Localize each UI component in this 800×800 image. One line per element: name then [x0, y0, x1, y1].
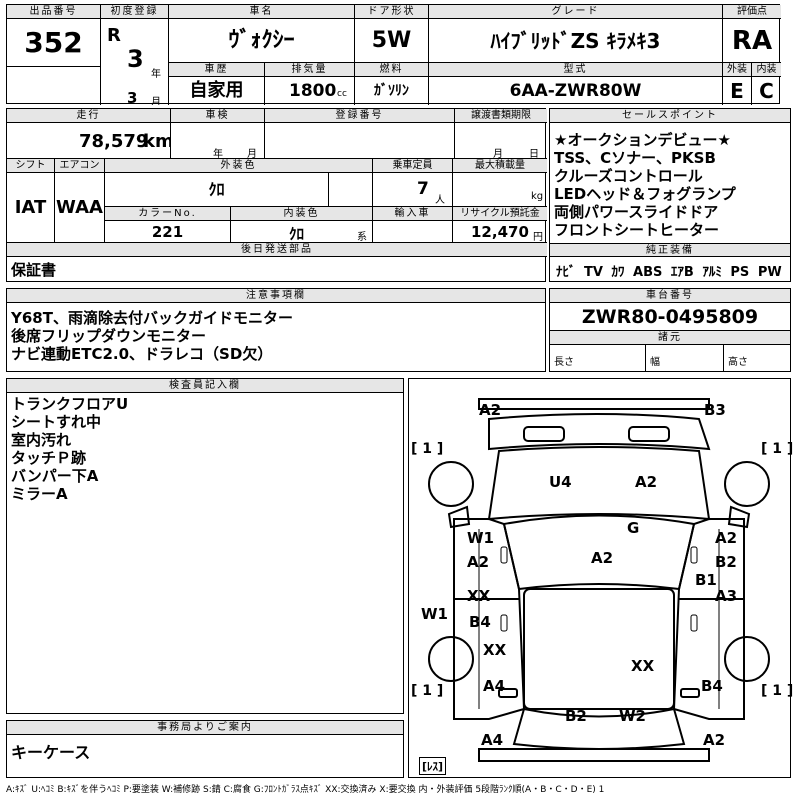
- damage-mark: A2: [591, 549, 614, 567]
- sales-line: クルーズコントロール: [554, 167, 703, 185]
- era: R: [107, 25, 121, 46]
- chassis-no: ZWR80-0495809: [550, 303, 790, 331]
- damage-mark: W1: [421, 605, 448, 623]
- reg-month: 3: [127, 89, 138, 105]
- damage-mark: B3: [704, 401, 726, 419]
- aircon: WAA: [55, 173, 105, 243]
- equipment-list: ﾅﾋﾞ TV ｶﾜ ABS ｴｱB ｱﾙﾐ PS PW: [556, 265, 782, 280]
- reg-year: 3: [127, 45, 144, 73]
- door-label: ドア形状: [355, 5, 429, 19]
- inspector-notes: 検査員記入欄 トランクフロアU シートすれ中 室内汚れ タッチＰ跡 バンパー下A…: [6, 378, 404, 714]
- notes-section: 注意事項欄 Y68T、雨滴除去付バックガイドモニター 後席フリップダウンモニター…: [6, 288, 546, 372]
- tire-bracket: [ 1 ]: [411, 441, 444, 457]
- damage-mark: XX: [631, 657, 655, 675]
- history-label: 車歴: [169, 63, 265, 77]
- mileage: 78,579 km: [7, 123, 171, 159]
- model-label: 型式: [429, 63, 723, 77]
- sales-line: フロントシートヒーター: [554, 221, 720, 239]
- sales-line: TSS、Cソナー、PKSB: [554, 149, 716, 167]
- damage-mark: B2: [565, 707, 587, 725]
- top-section: 出品番号 352 初度登録 R 3 年 3 月 車名 ｳﾞｫｸｼｰ ドア形状 5…: [6, 4, 781, 105]
- transfer-deadline: 月 日: [455, 123, 547, 159]
- damage-mark: A2: [479, 401, 502, 419]
- lot-no: 352: [7, 19, 101, 67]
- history: 自家用: [169, 77, 265, 105]
- recycle-fee: 12,470 円: [453, 221, 547, 243]
- later-parts: 保証書: [11, 261, 57, 279]
- note-line: Y68T、雨滴除去付バックガイドモニター: [11, 309, 293, 327]
- ext-score: E: [723, 77, 752, 105]
- damage-mark: B1: [695, 571, 717, 589]
- tire-bracket: [ 1 ]: [761, 683, 794, 699]
- score: RA: [723, 19, 781, 63]
- int-color: ｸﾛ 系: [231, 221, 373, 243]
- grade: ﾊｲﾌﾞﾘｯﾄﾞZS ｷﾗﾒｷ3: [429, 19, 723, 63]
- damage-mark: XX: [467, 587, 491, 605]
- damage-mark: A4: [481, 731, 504, 749]
- reg-no: [265, 123, 455, 159]
- damage-mark: W1: [467, 529, 494, 547]
- damage-mark: B4: [701, 677, 723, 695]
- fuel: ｶﾞｿﾘﾝ: [355, 77, 429, 105]
- name-label: 車名: [169, 5, 355, 19]
- legend: A:ｷｽﾞ U:ﾍｺﾐ B:ｷｽﾞを伴うﾍｺﾐ P:要塗装 W:補修跡 S:錆 …: [6, 785, 605, 795]
- first-reg-label: 初度登録: [101, 5, 169, 19]
- damage-mark: A2: [467, 553, 490, 571]
- damage-mark: A4: [483, 677, 506, 695]
- fuel-label: 燃料: [355, 63, 429, 77]
- office-text: キーケース: [11, 743, 91, 762]
- sales-line: ★オークションデビュー★: [554, 131, 731, 149]
- score-label: 評価点: [723, 5, 781, 19]
- shift: IAT: [7, 173, 55, 243]
- inspector-line: ミラーA: [11, 485, 68, 503]
- displacement: 1800 cc: [265, 77, 355, 105]
- max-load: kg: [453, 173, 547, 207]
- damage-mark: XX: [483, 641, 507, 659]
- spare-bracket: [ﾚｽ]: [419, 757, 447, 775]
- damage-diagram: A2 B3 U4 A2 G W1 A2 A2 A2 B2 B1 XX A3 W1…: [408, 378, 794, 778]
- tire-bracket: [ 1 ]: [411, 683, 444, 699]
- int-label: 内装: [752, 63, 781, 77]
- damage-mark: W2: [619, 707, 646, 725]
- damage-mark: G: [627, 519, 640, 537]
- inspector-line: バンパー下A: [11, 467, 99, 485]
- sales-line: 両側パワースライドドア: [554, 203, 719, 221]
- damage-mark: A2: [635, 473, 658, 491]
- damage-mark: B4: [469, 613, 491, 631]
- damage-mark: A2: [703, 731, 726, 749]
- grade-label: グレード: [429, 5, 723, 19]
- damage-mark: A2: [715, 529, 738, 547]
- car-outline: [428, 398, 770, 762]
- inspector-line: タッチＰ跡: [11, 449, 87, 467]
- office-notice: 事務局よりご案内 キーケース: [6, 720, 404, 778]
- model: 6AA-ZWR80W: [429, 77, 723, 105]
- note-line: ナビ連動ETC2.0、ドラレコ（SD欠）: [11, 345, 273, 363]
- first-reg: R 3 年 3 月: [101, 19, 169, 105]
- sales-line: LEDヘッド＆フォグランプ: [554, 185, 736, 203]
- vehicle-details: 走行 78,579 km 車検 年 月 登録番号 譲渡書類期限 月 日 シフト …: [6, 108, 547, 282]
- damage-mark: U4: [549, 473, 572, 491]
- tire-bracket: [ 1 ]: [761, 441, 794, 457]
- ext-label: 外装: [723, 63, 752, 77]
- inspection: 年 月: [171, 123, 265, 159]
- lot-no-label: 出品番号: [7, 5, 101, 19]
- note-line: 後席フリップダウンモニター: [11, 327, 207, 345]
- color-no: 221: [105, 221, 231, 243]
- import: [373, 221, 453, 243]
- sales-points: セールスポイント ★オークションデビュー★ TSS、Cソナー、PKSB クルーズ…: [549, 108, 791, 282]
- int-score: C: [759, 79, 774, 103]
- ext-color: ｸﾛ: [105, 173, 329, 207]
- chassis-section: 車台番号 ZWR80-0495809 諸元 長さ 幅 高さ: [549, 288, 791, 372]
- damage-mark: B2: [715, 553, 737, 571]
- inspector-line: 室内汚れ: [11, 431, 72, 449]
- displacement-label: 排気量: [265, 63, 355, 77]
- damage-mark: A3: [715, 587, 738, 605]
- inspector-line: シートすれ中: [11, 413, 102, 431]
- capacity: 7 人: [373, 173, 453, 207]
- car-name: ｳﾞｫｸｼｰ: [169, 19, 355, 63]
- inspector-line: トランクフロアU: [11, 395, 129, 413]
- door-type: 5W: [355, 19, 429, 63]
